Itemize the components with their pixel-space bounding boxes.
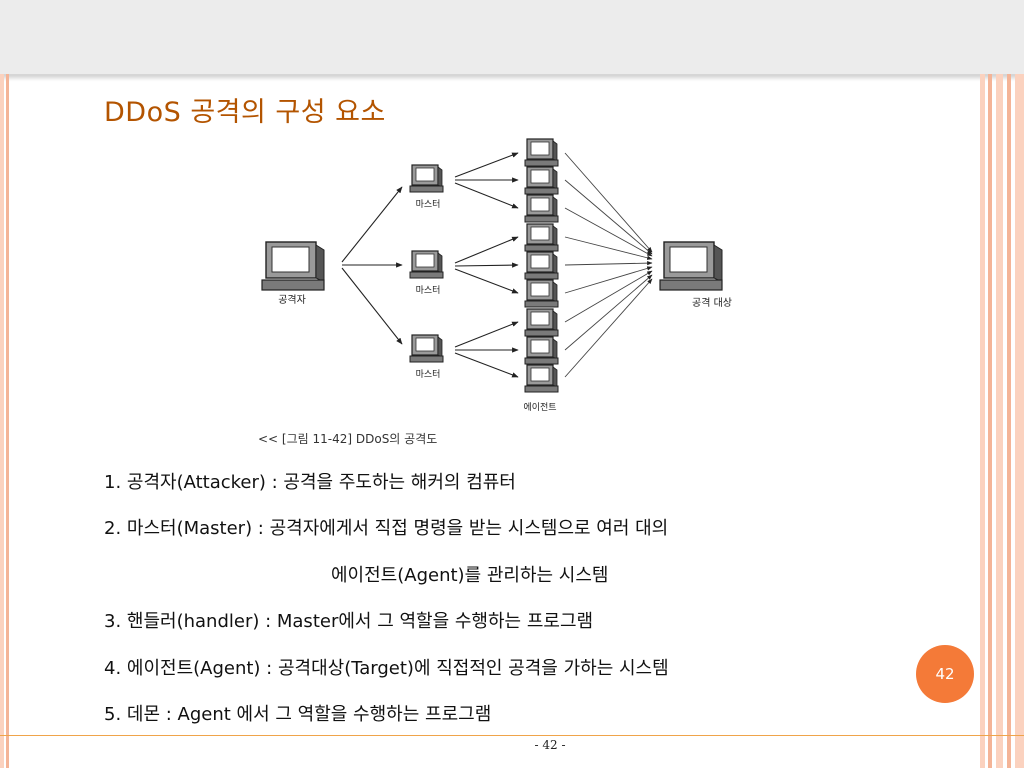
side-stripe — [1007, 74, 1011, 768]
side-stripe — [988, 74, 992, 768]
agent-computer-icon — [524, 251, 559, 280]
list-item: 2. 마스터(Master) : 공격자에게서 직접 명령을 받는 시스템으로 … — [104, 518, 669, 539]
side-stripe — [980, 74, 985, 768]
master-label: 마스터 — [416, 199, 441, 210]
agent-label: 에이전트 — [523, 402, 556, 413]
side-stripe — [0, 74, 4, 768]
slide-title: DDoS 공격의 구성 요소 — [104, 97, 386, 128]
side-stripe — [6, 74, 9, 768]
agent-computer-icon — [524, 364, 559, 393]
agent-computer-icon — [524, 138, 559, 167]
master-label: 마스터 — [416, 369, 441, 380]
list-item: 4. 에이전트(Agent) : 공격대상(Target)에 직접적인 공격을 … — [104, 658, 669, 679]
target-computer-icon — [659, 241, 723, 291]
agent-arrows — [564, 152, 653, 378]
figure-caption: << [그림 11-42] DDoS의 공격도 — [258, 432, 438, 446]
list-item: 5. 데몬 : Agent 에서 그 역할을 수행하는 프로그램 — [104, 704, 492, 725]
top-band — [0, 0, 1024, 75]
footer-page-number: - 42 - — [534, 738, 566, 752]
agent-computer-icon — [524, 194, 559, 223]
master-arrows — [454, 152, 519, 378]
attacker-computer-icon — [261, 241, 325, 291]
agent-computer-icon — [524, 223, 559, 252]
agent-computer-icon — [524, 336, 559, 365]
side-stripe — [1015, 74, 1024, 768]
attacker-arrows — [341, 186, 403, 345]
footer-divider — [0, 735, 1024, 736]
side-stripe — [996, 74, 1003, 768]
list-item: 1. 공격자(Attacker) : 공격을 주도하는 해커의 컴퓨터 — [104, 472, 516, 493]
list-item: 에이전트(Agent)를 관리하는 시스템 — [331, 565, 609, 586]
agent-computer-icon — [524, 279, 559, 308]
target-label: 공격 대상 — [692, 296, 732, 309]
page-number-badge: 42 — [916, 645, 974, 703]
master-label: 마스터 — [416, 285, 441, 296]
ddos-diagram: 공격자 마스터 마스터 마스터 에이전트 공격 대상 — [261, 138, 732, 413]
master-computer-icon — [409, 334, 444, 363]
master-computer-icon — [409, 164, 444, 193]
attacker-label: 공격자 — [278, 293, 306, 306]
master-computer-icon — [409, 250, 444, 279]
list-item: 3. 핸들러(handler) : Master에서 그 역할을 수행하는 프로… — [104, 611, 594, 632]
agent-computer-icon — [524, 166, 559, 195]
agent-computer-icon — [524, 308, 559, 337]
